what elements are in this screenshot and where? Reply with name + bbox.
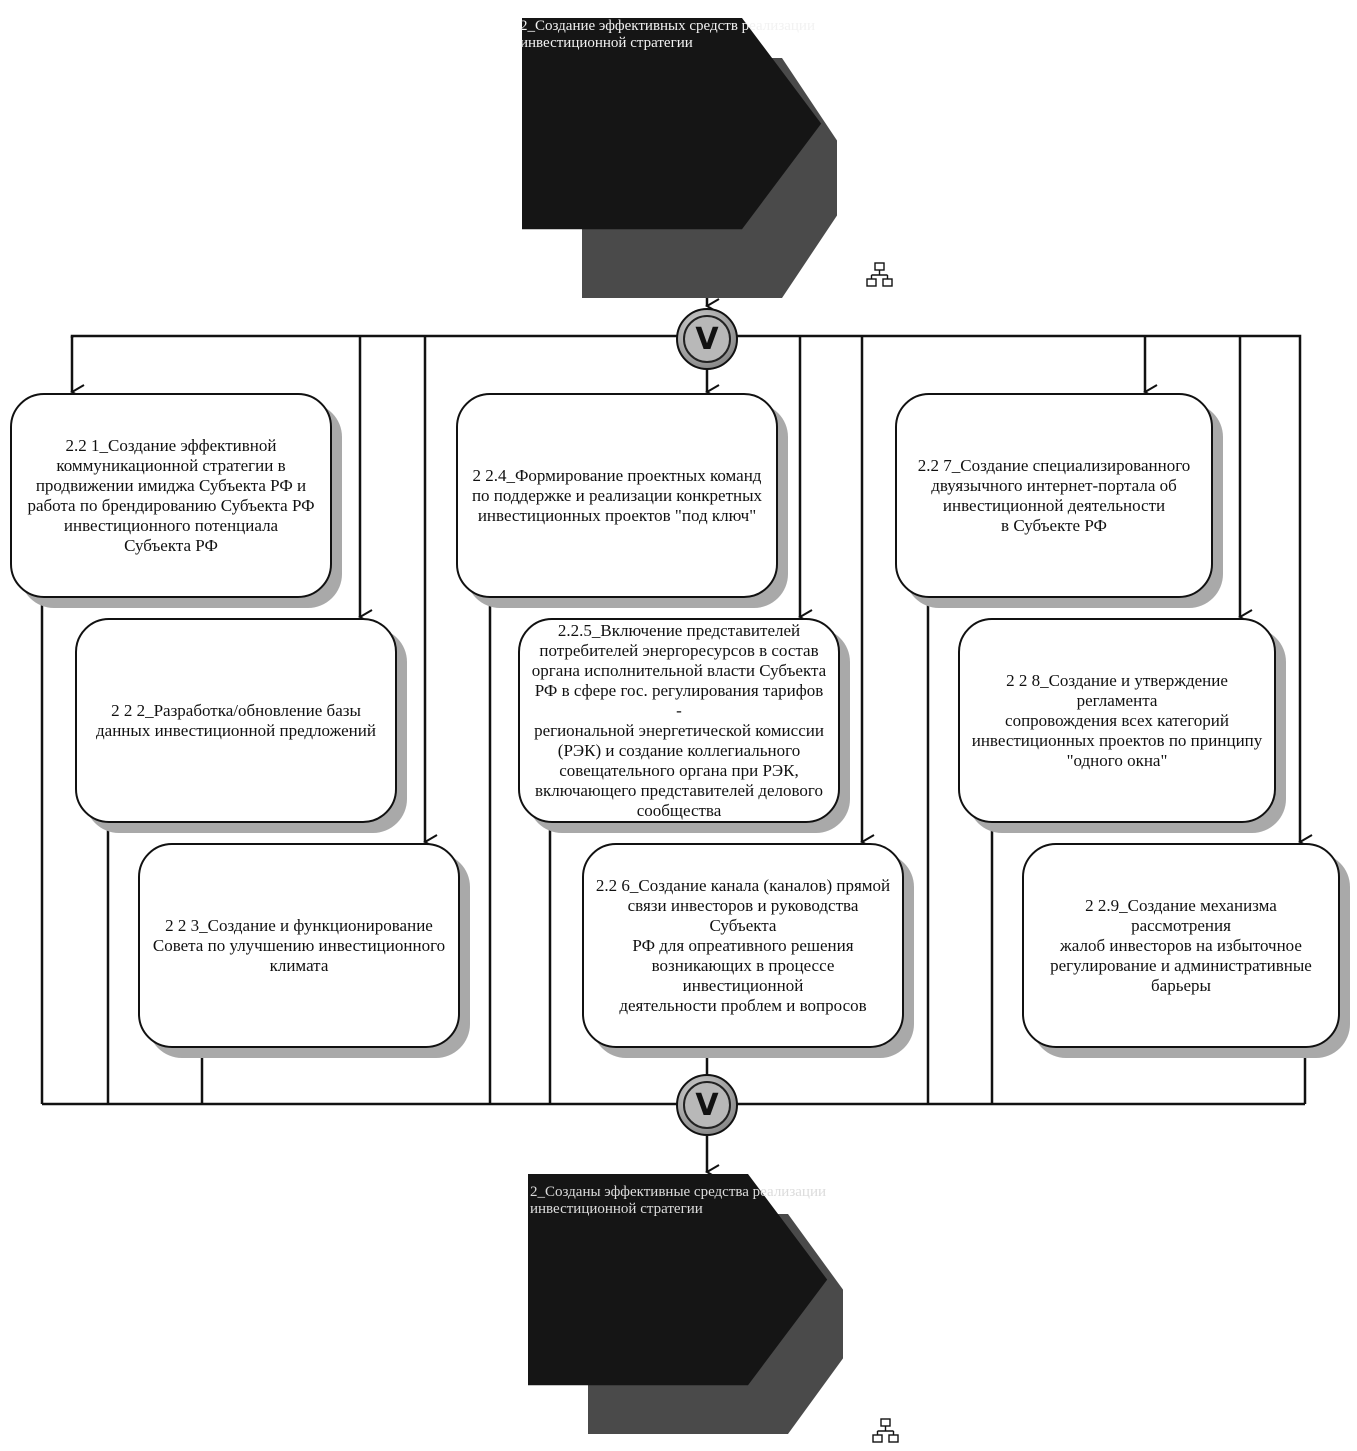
function-label: 2.2 6_Создание канала (каналов) прямой с… — [595, 875, 891, 1015]
function-box-2-2-8[interactable]: 2 2 8_Создание и утверждение регламента … — [958, 618, 1276, 823]
or-connector-icon: V — [683, 315, 731, 363]
function-box-2-2-4[interactable]: 2 2.4_Формирование проектных команд по п… — [456, 393, 778, 598]
function-label: 2 2.9_Создание механизма рассмотрения жа… — [1050, 895, 1312, 995]
join-or-gate: V — [676, 1074, 738, 1136]
or-connector-icon: V — [683, 1081, 731, 1129]
function-box-2-2-7[interactable]: 2.2 7_Создание специализированного двуяз… — [895, 393, 1213, 598]
function-label: 2 2 8_Создание и утверждение регламента … — [971, 670, 1263, 770]
function-box-2-2-1[interactable]: 2.2 1_Создание эффективной коммуникацион… — [10, 393, 332, 598]
bottom-event-label: 2_Созданы эффективные средства реализаци… — [530, 1184, 826, 1217]
function-label: 2.2.5_Включение представителей потребите… — [531, 620, 827, 820]
split-or-gate: V — [676, 308, 738, 370]
function-label: 2.2 7_Создание специализированного двуяз… — [917, 455, 1191, 535]
function-box-2-2-5[interactable]: 2.2.5_Включение представителей потребите… — [518, 618, 840, 823]
hierarchy-icon[interactable] — [866, 262, 894, 288]
function-box-2-2-2[interactable]: 2 2 2_Разработка/обновление базы данных … — [75, 618, 397, 823]
top-event-shape — [522, 18, 837, 298]
function-label: 2 2.4_Формирование проектных команд по п… — [471, 465, 763, 525]
function-label: 2 2 3_Создание и функционирование Совета… — [152, 915, 446, 975]
hierarchy-icon[interactable] — [872, 1418, 900, 1444]
bottom-event-shape — [528, 1174, 843, 1434]
function-box-2-2-6[interactable]: 2.2 6_Создание канала (каналов) прямой с… — [582, 843, 904, 1048]
function-box-2-2-9[interactable]: 2 2.9_Создание механизма рассмотрения жа… — [1022, 843, 1340, 1048]
function-label: 2 2 2_Разработка/обновление базы данных … — [96, 700, 376, 740]
function-box-2-2-3[interactable]: 2 2 3_Создание и функционирование Совета… — [138, 843, 460, 1048]
top-event-label: 2_Создание эффективных средств реализаци… — [520, 18, 815, 51]
function-label: 2.2 1_Создание эффективной коммуникацион… — [27, 435, 315, 555]
